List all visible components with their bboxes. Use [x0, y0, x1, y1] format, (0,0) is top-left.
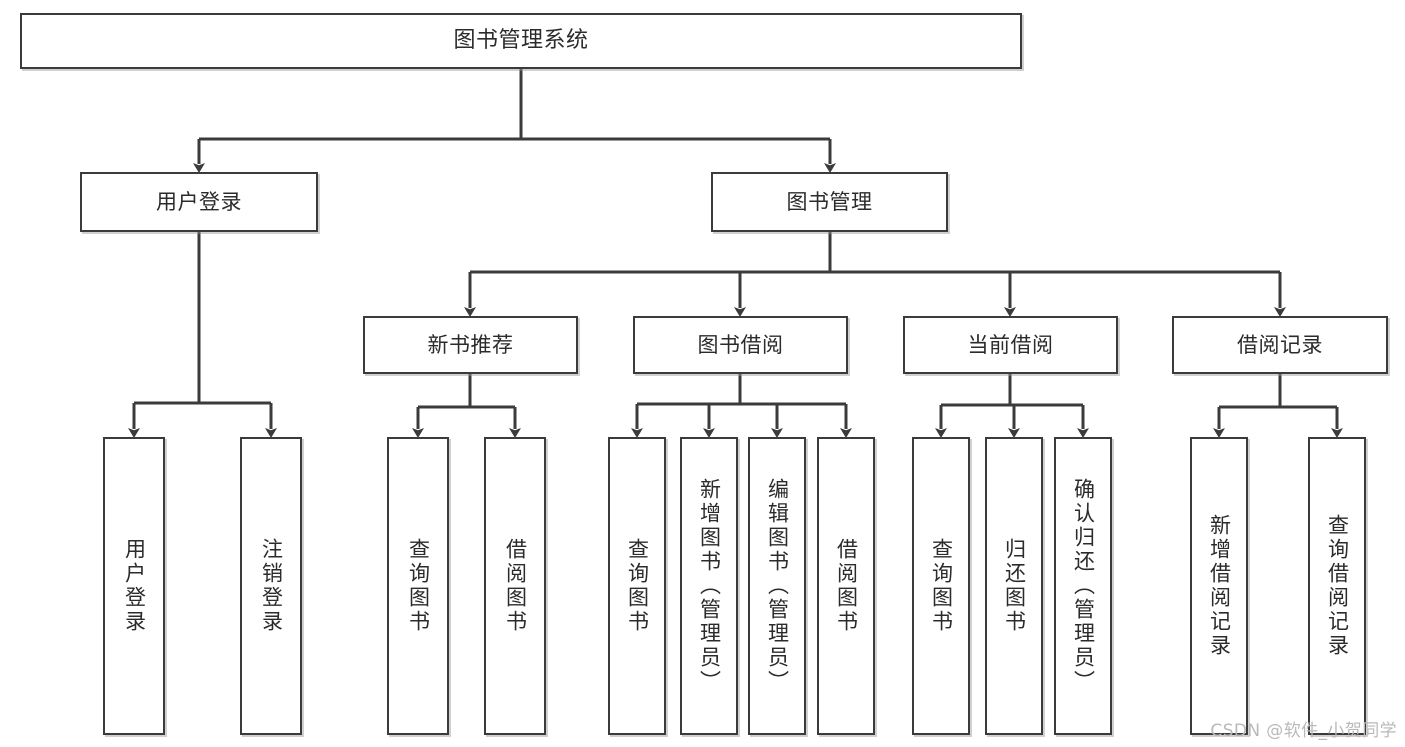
node-leaf-query-record[interactable]: 查询借阅记录	[1308, 437, 1366, 735]
node-current-borrow-label: 当前借阅	[967, 332, 1054, 357]
csdn-watermark: CSDN @软件_小贺同学	[1210, 721, 1397, 741]
node-root-label: 图书管理系统	[453, 28, 589, 54]
node-leaf-query-book-2[interactable]: 查询图书	[608, 437, 666, 735]
node-leaf-logout-label: 注销登录	[259, 538, 284, 634]
node-leaf-borrow-book-2-label: 借阅图书	[834, 538, 859, 634]
node-leaf-add-record-label: 新增借阅记录	[1207, 514, 1232, 658]
node-leaf-return-book-label: 归还图书	[1002, 538, 1027, 634]
node-new-book-rec-label: 新书推荐	[427, 332, 514, 357]
node-borrow-record-label: 借阅记录	[1237, 332, 1323, 357]
node-current-borrow[interactable]: 当前借阅	[903, 316, 1118, 374]
node-user-login-label: 用户登录	[156, 189, 242, 214]
node-leaf-add-book-label: 新增图书（管理员）	[697, 478, 722, 694]
node-book-borrow[interactable]: 图书借阅	[633, 316, 848, 374]
node-leaf-return-book[interactable]: 归还图书	[985, 437, 1043, 735]
node-leaf-query-record-label: 查询借阅记录	[1325, 514, 1350, 658]
node-leaf-confirm-return-label: 确认归还（管理员）	[1071, 478, 1096, 694]
node-book-manage-label: 图书管理	[786, 189, 873, 214]
node-new-book-rec[interactable]: 新书推荐	[363, 316, 578, 374]
node-leaf-edit-book[interactable]: 编辑图书（管理员）	[748, 437, 806, 735]
node-book-manage[interactable]: 图书管理	[711, 172, 948, 232]
node-leaf-user-login-label: 用户登录	[122, 538, 147, 634]
node-leaf-add-book[interactable]: 新增图书（管理员）	[680, 437, 738, 735]
node-leaf-add-record[interactable]: 新增借阅记录	[1190, 437, 1248, 735]
node-leaf-borrow-book-2[interactable]: 借阅图书	[817, 437, 875, 735]
node-leaf-borrow-book-1-label: 借阅图书	[503, 538, 528, 634]
node-leaf-borrow-book-1[interactable]: 借阅图书	[484, 437, 546, 735]
node-user-login[interactable]: 用户登录	[80, 172, 318, 232]
node-root[interactable]: 图书管理系统	[20, 13, 1022, 69]
node-leaf-query-book-3-label: 查询图书	[929, 538, 954, 634]
node-book-borrow-label: 图书借阅	[697, 332, 784, 357]
node-leaf-query-book-2-label: 查询图书	[625, 538, 650, 634]
node-borrow-record[interactable]: 借阅记录	[1172, 316, 1388, 374]
node-leaf-confirm-return[interactable]: 确认归还（管理员）	[1054, 437, 1112, 735]
node-leaf-query-book-1[interactable]: 查询图书	[387, 437, 449, 735]
node-leaf-edit-book-label: 编辑图书（管理员）	[765, 478, 790, 694]
node-leaf-user-login[interactable]: 用户登录	[103, 437, 165, 735]
node-leaf-query-book-3[interactable]: 查询图书	[912, 437, 970, 735]
node-leaf-query-book-1-label: 查询图书	[406, 538, 431, 634]
node-leaf-logout[interactable]: 注销登录	[240, 437, 302, 735]
